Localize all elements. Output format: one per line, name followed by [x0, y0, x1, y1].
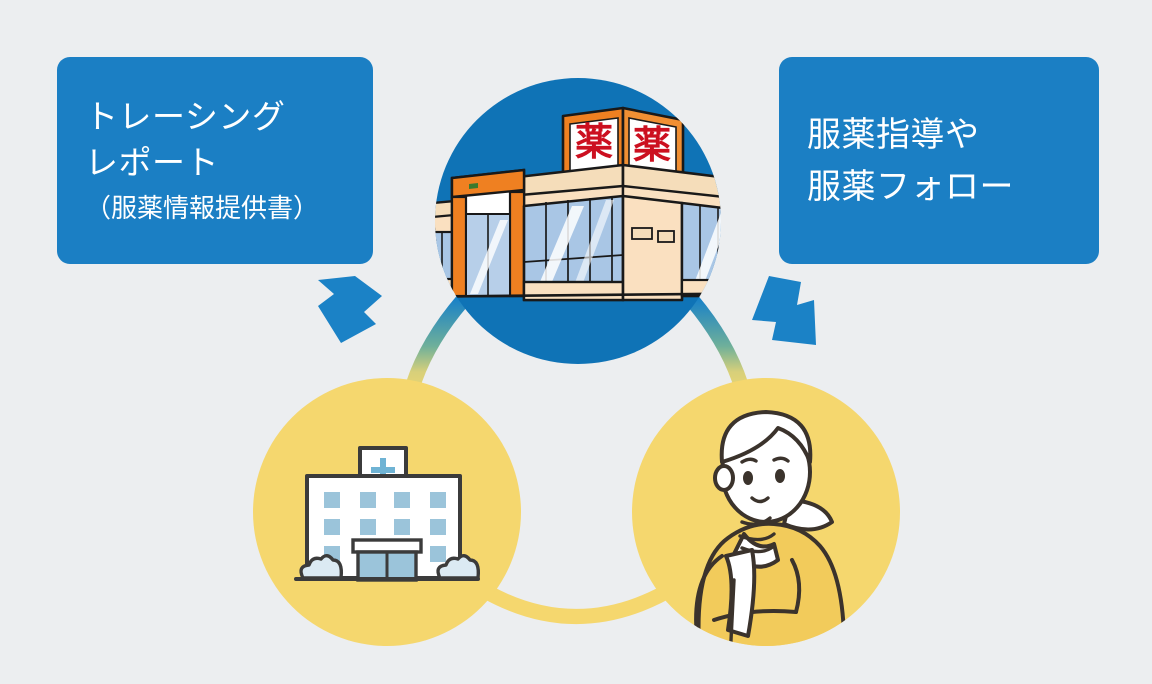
medication-guidance-callout[interactable]: 服薬指導や 服薬フォロー [779, 57, 1099, 264]
pharmacy-node: 薬 薬 [435, 78, 721, 364]
patient-node [632, 378, 900, 646]
callout-left-line3: （服薬情報提供書） [85, 192, 320, 223]
callout-right-line2: 服薬フォロー [807, 167, 1014, 206]
hospital-illustration [294, 446, 481, 582]
arc-hospital-to-patient [479, 584, 674, 624]
arrow-pharmacy-to-patient [752, 276, 816, 345]
pharmacy-illustration: 薬 薬 [435, 106, 721, 302]
callout-right-line1: 服薬指導や [807, 115, 980, 154]
pharmacy-sign-char-left: 薬 [575, 120, 613, 164]
callout-left-line1: トレーシング [85, 97, 286, 135]
pharmacy-sign: 薬 薬 [561, 106, 685, 188]
tracing-report-callout[interactable]: トレーシング レポート （服薬情報提供書） [57, 57, 373, 264]
pharmacy-sign-char-right: 薬 [633, 123, 671, 167]
arrow-pharmacy-to-hospital [318, 276, 382, 343]
hospital-node [253, 378, 521, 646]
callout-left-line2: レポート [85, 143, 219, 181]
